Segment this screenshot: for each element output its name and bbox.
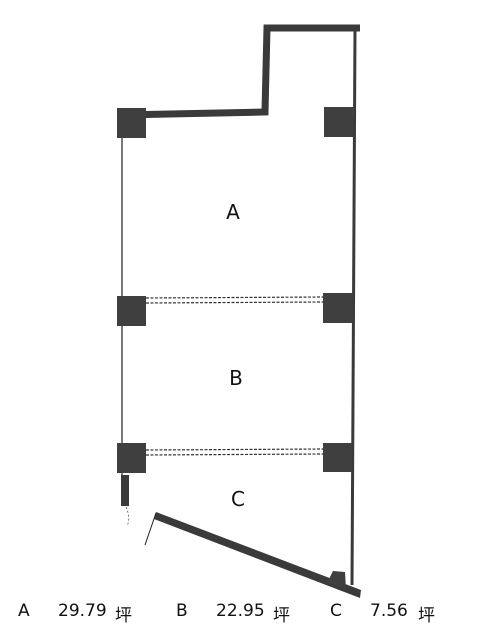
legend-area: 7.56 [370,601,408,621]
right-wall [350,29,357,586]
column-low-right [323,443,352,472]
door-leaf [144,512,157,546]
partition-bc-upper [145,448,324,451]
partition-ab-lower [145,301,324,304]
legend-unit: 坪 [418,606,435,626]
area-legend: A 29.79 坪 B 22.95 坪 C 7.56 坪 [18,601,468,631]
column-corner-small [327,571,346,590]
legend-letter: B [176,601,188,621]
legend-unit: 坪 [115,606,132,626]
legend-area: 22.95 [216,601,265,621]
top-wall [120,24,360,119]
partition-ab-upper [145,296,324,299]
legend-letter: A [18,601,30,621]
columns [117,107,353,590]
legend-unit: 坪 [273,606,290,626]
bottom-sloped-wall [154,512,361,598]
column-top-right [324,107,353,137]
column-mid-left [117,296,146,326]
door-swing-arc [125,506,130,527]
outer-walls [120,24,361,598]
partition-bc-lower [145,453,324,456]
door [125,506,157,546]
column-mid-right [323,293,353,323]
column-low-left [117,443,146,473]
entrance-notch [121,475,129,506]
room-label-a: A [226,200,240,224]
legend-letter: C [330,601,342,621]
room-label-c: C [231,487,245,511]
column-top-left [117,108,146,138]
partitions [145,296,324,456]
room-label-b: B [229,366,243,390]
legend-area: 29.79 [58,601,107,621]
